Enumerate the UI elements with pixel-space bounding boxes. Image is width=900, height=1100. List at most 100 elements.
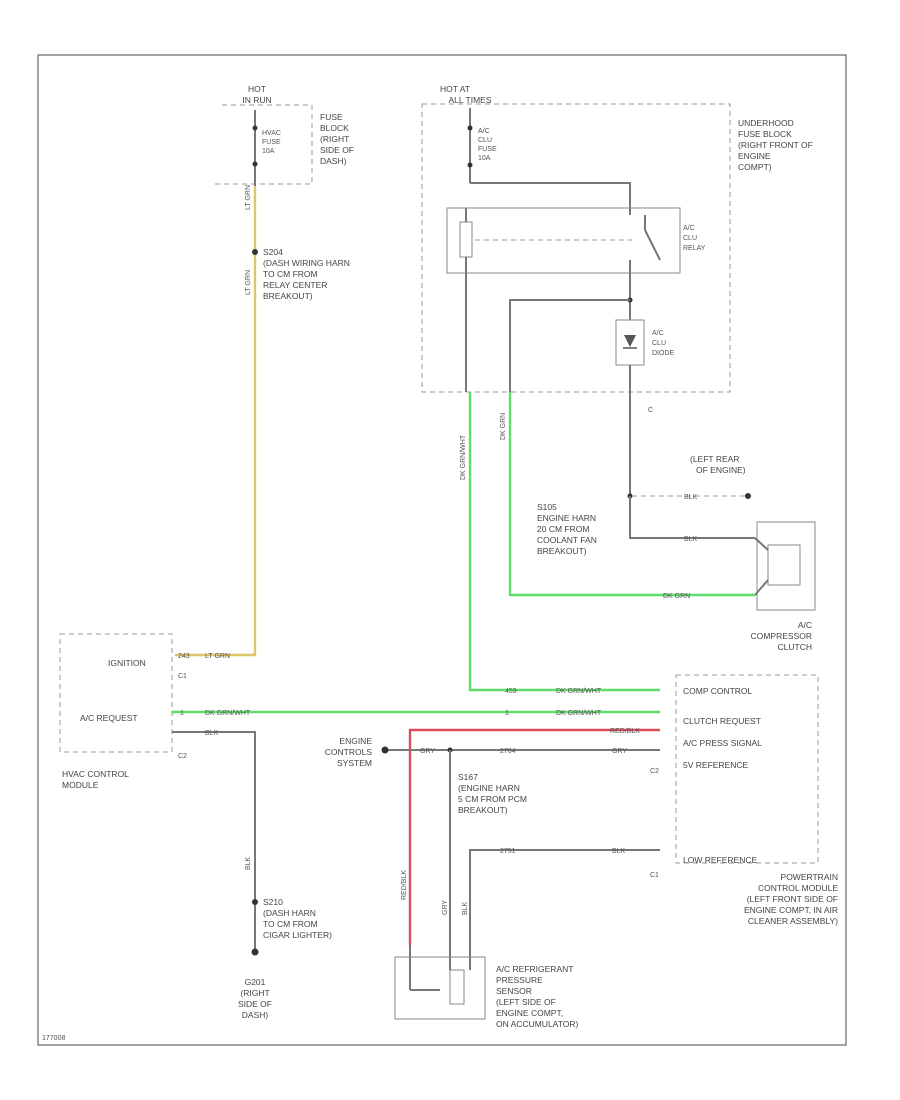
hvac-fuse-label-1: HVAC bbox=[262, 130, 281, 137]
ignition-wire-label-lower: LT GRN bbox=[245, 270, 252, 295]
ground-g201-label-1: G201 bbox=[245, 977, 266, 987]
hvac-ground-wire bbox=[172, 731, 256, 950]
compressor-clutch-coil bbox=[767, 544, 801, 586]
hvac-connector-c2: C2 bbox=[178, 753, 187, 760]
splice-s167-label-2: (ENGINE HARN bbox=[458, 783, 520, 793]
clu-relay-box bbox=[446, 207, 681, 274]
pcm-name-5: CLEANER ASSEMBLY) bbox=[748, 916, 838, 926]
press-signal-color: RED/BLK bbox=[610, 728, 640, 735]
press-signal-wire bbox=[408, 728, 660, 945]
ground-g104-label-1: (LEFT REAR bbox=[690, 454, 739, 464]
engine-controls-label-3: SYSTEM bbox=[337, 758, 372, 768]
compressor-clutch-box bbox=[756, 521, 816, 611]
ref5v-color-right: GRY bbox=[612, 748, 627, 755]
clu-relay-label-3: RELAY bbox=[683, 245, 706, 252]
splice-s210-label-2: (DASH HARN bbox=[263, 908, 316, 918]
underhood-location-3: (RIGHT FRONT OF bbox=[738, 140, 813, 150]
hvac-control-module-outline bbox=[59, 633, 173, 753]
comp-control-vertical-label: DK GRN/WHT bbox=[460, 434, 467, 480]
splice-s210-label-3: TO CM FROM bbox=[263, 919, 318, 929]
ref5v-color: GRY bbox=[420, 748, 435, 755]
sensor-label-3: SENSOR bbox=[496, 986, 532, 996]
splice-s204-label-3: TO CM FROM bbox=[263, 269, 318, 279]
splice-s210-dot bbox=[252, 899, 258, 905]
sensor-label-1: A/C REFRIGERANT bbox=[496, 964, 573, 974]
clu-fuse-label-1: A/C bbox=[478, 128, 490, 135]
underhood-location-5: COMPT) bbox=[738, 162, 772, 172]
relay-coil bbox=[459, 221, 473, 258]
low-ref-vertical-label: BLK bbox=[462, 901, 469, 915]
engine-controls-label-2: CONTROLS bbox=[325, 747, 373, 757]
pcm-pin-press-signal: A/C PRESS SIGNAL bbox=[683, 738, 762, 748]
pcm-pin-clutch-request: CLUTCH REQUEST bbox=[683, 716, 761, 726]
footer-code: 177008 bbox=[42, 1035, 65, 1042]
ground-g201-label-4: DASH) bbox=[242, 1010, 269, 1020]
splice-s204-label-1: S204 bbox=[263, 247, 283, 257]
pcm-outline bbox=[675, 674, 819, 864]
ground-g201-label-3: SIDE OF bbox=[238, 999, 272, 1009]
hvac-fuse-label-3: 10A bbox=[262, 148, 275, 155]
splice-s210-label-1: S210 bbox=[263, 897, 283, 907]
splice-s105-label-3: 20 CM FROM bbox=[537, 524, 589, 534]
pcm-pin-comp-control: COMP CONTROL bbox=[683, 686, 753, 696]
compressor-feed-wire bbox=[508, 392, 755, 597]
engine-controls-dot bbox=[381, 746, 389, 754]
pressure-sensor-box bbox=[394, 956, 486, 1020]
ac-request-color: DK GRN/WHT bbox=[205, 710, 251, 717]
pcm-connector-c1: C1 bbox=[650, 872, 659, 879]
ignition-wire-label-upper: LT GRN bbox=[245, 185, 252, 210]
splice-s105-label-1: S105 bbox=[537, 502, 557, 512]
splice-s204-label-5: BREAKOUT) bbox=[263, 291, 313, 301]
compressor-label-2: COMPRESSOR bbox=[751, 631, 812, 641]
clu-diode-label-2: CLU bbox=[652, 340, 666, 347]
pcm-name-2: CONTROL MODULE bbox=[758, 883, 838, 893]
fuse-block-hot-label-1: HOT bbox=[248, 84, 266, 94]
clu-fuse-label-4: 10A bbox=[478, 155, 491, 162]
underhood-location-1: UNDERHOOD bbox=[738, 118, 794, 128]
pcm-pin-low-reference: LOW REFERENCE bbox=[683, 855, 757, 865]
fuse-block-location-4: SIDE OF bbox=[320, 145, 354, 155]
clu-relay-label-1: A/C bbox=[683, 225, 695, 232]
splice-s167-label-1: S167 bbox=[458, 772, 478, 782]
press-signal-vertical-label: RED/BLK bbox=[401, 870, 408, 900]
clu-diode-label-1: A/C bbox=[652, 330, 664, 337]
hvac-connector-c1: C1 bbox=[178, 673, 187, 680]
fuse-block-location-1: FUSE bbox=[320, 112, 343, 122]
low-ref-color: BLK bbox=[612, 848, 626, 855]
fuse-block-location-5: DASH) bbox=[320, 156, 347, 166]
sensor-label-2: PRESSURE bbox=[496, 975, 543, 985]
pressure-sensor-element bbox=[449, 969, 465, 1005]
splice-s105-label-2: ENGINE HARN bbox=[537, 513, 596, 523]
ref5v-ckt: 2704 bbox=[500, 748, 516, 755]
ground-g201-icon bbox=[251, 948, 259, 956]
hvac-fuse-label-2: FUSE bbox=[262, 139, 281, 146]
comp-control-color: DK GRN/WHT bbox=[556, 688, 602, 695]
pcm-name-4: ENGINE COMPT, IN AIR bbox=[744, 905, 838, 915]
ref5v-sensor-label: GRY bbox=[442, 900, 449, 915]
compressor-label-3: CLUTCH bbox=[778, 642, 812, 652]
fuse-block-location-2: BLOCK bbox=[320, 123, 349, 133]
ground-wire-label: BLK bbox=[684, 494, 698, 501]
compressor-feed-label-upper: DK GRN bbox=[500, 413, 507, 440]
diagram-frame bbox=[37, 54, 847, 1046]
hvac-ground-vertical-label: BLK bbox=[245, 856, 252, 870]
hvac-pin-ignition: IGNITION bbox=[108, 658, 146, 668]
ignition-wire bbox=[175, 186, 257, 657]
pcm-connector-c2: C2 bbox=[650, 768, 659, 775]
compressor-feed-label-lower: DK GRN bbox=[663, 593, 690, 600]
splice-s105-label-4: COOLANT FAN bbox=[537, 535, 597, 545]
clu-fuse-label-3: FUSE bbox=[478, 146, 497, 153]
ac-request-ckt: 1 bbox=[180, 710, 184, 717]
compressor-blk-label: BLK bbox=[684, 536, 698, 543]
splice-s204-label-4: RELAY CENTER bbox=[263, 280, 327, 290]
splice-s210-label-4: CIGAR LIGHTER) bbox=[263, 930, 332, 940]
underhood-connector: C bbox=[648, 407, 653, 414]
splice-s204-label-2: (DASH WIRING HARN bbox=[263, 258, 350, 268]
low-ref-ckt: 2751 bbox=[500, 848, 516, 855]
engine-controls-label-1: ENGINE bbox=[339, 736, 372, 746]
ignition-color-label: LT GRN bbox=[205, 653, 230, 660]
splice-s167-label-3: 5 CM FROM PCM bbox=[458, 794, 527, 804]
fuse-block-location-3: (RIGHT bbox=[320, 134, 349, 144]
clu-diode-label-3: DIODE bbox=[652, 350, 675, 357]
